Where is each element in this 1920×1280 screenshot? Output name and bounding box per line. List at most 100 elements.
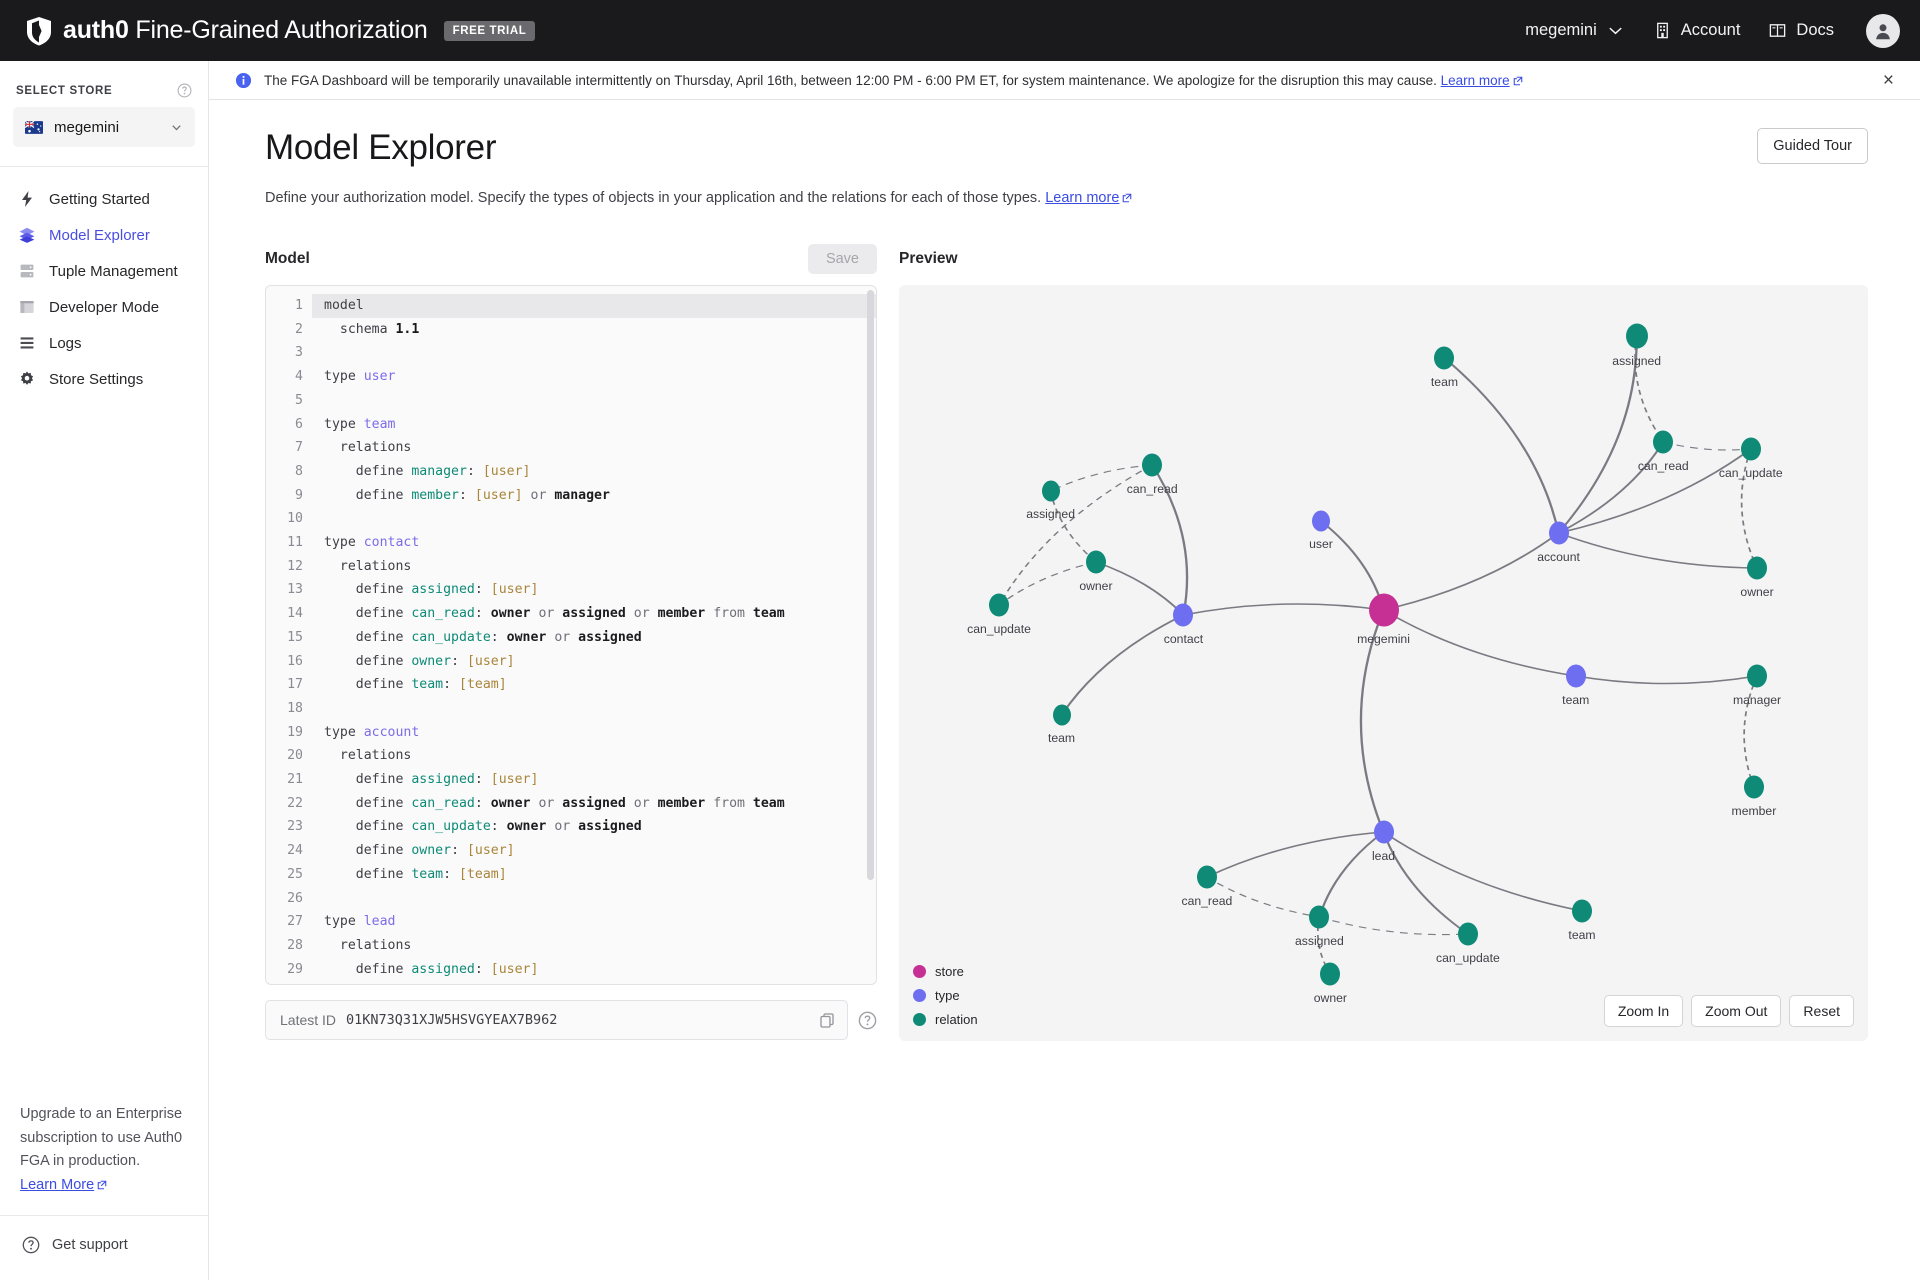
latest-id-row: Latest ID 01KN73Q31XJW5HSVGYEAX7B962 [265, 1000, 877, 1040]
graph-node-type[interactable] [1565, 664, 1586, 688]
graph-node-label: assigned [1295, 933, 1344, 948]
code-line[interactable]: define can_read: owner or assigned or me… [312, 981, 876, 984]
user-menu[interactable]: megemini [1525, 21, 1625, 40]
code-line[interactable]: define owner: [user] [355, 843, 515, 859]
graph-node-relation[interactable] [1740, 437, 1761, 461]
code-line[interactable]: define team: [team] [355, 677, 507, 693]
code-line[interactable]: relations [339, 558, 412, 574]
graph-node-label: can_update [1436, 951, 1500, 965]
reset-button[interactable]: Reset [1789, 995, 1854, 1027]
sidebar-item-label: Developer Mode [49, 298, 160, 316]
code-line[interactable] [312, 697, 876, 721]
banner-learn-more-link[interactable]: Learn more [1441, 73, 1510, 88]
line-number: 1 [295, 298, 303, 313]
code-line[interactable] [312, 389, 876, 413]
sidebar-item-developer-mode[interactable]: Developer Mode [0, 289, 208, 325]
code-line[interactable] [312, 887, 876, 911]
code-line[interactable]: schema 1.1 [339, 321, 420, 337]
code-line[interactable]: define assigned: [user] [355, 582, 539, 598]
code-line[interactable]: relations [339, 937, 412, 953]
code-line[interactable]: relations [339, 440, 412, 456]
graph-node-relation[interactable] [1309, 905, 1330, 929]
code-line[interactable]: type account [324, 724, 420, 740]
help-circle-icon[interactable] [858, 1011, 877, 1030]
graph-node-relation[interactable] [1571, 899, 1592, 923]
get-support-button[interactable]: Get support [0, 1216, 208, 1280]
graph-node-relation[interactable] [1653, 430, 1674, 454]
code-line[interactable]: define can_read: owner or assigned or me… [355, 606, 785, 622]
graph-node-relation[interactable] [989, 593, 1010, 617]
code-line[interactable] [312, 507, 876, 531]
code-line[interactable]: define member: [user] or manager [355, 487, 610, 503]
banner-message: The FGA Dashboard will be temporarily un… [264, 73, 1523, 88]
code-line[interactable]: model [312, 294, 876, 318]
code-line[interactable]: define team: [team] [355, 866, 507, 882]
graph-node-label: can_read [1637, 459, 1689, 473]
sidebar-item-logs[interactable]: Logs [0, 325, 208, 361]
code-line[interactable]: type team [324, 416, 396, 432]
graph-node-relation[interactable] [1320, 962, 1341, 986]
upsell-link-text: Learn More [20, 1176, 95, 1193]
save-button[interactable]: Save [807, 244, 877, 274]
avatar[interactable] [1866, 13, 1900, 48]
list-icon [20, 337, 34, 349]
graph-node-relation[interactable] [1196, 865, 1217, 889]
docs-link[interactable]: Docs [1768, 21, 1834, 40]
brand-logo[interactable]: auth0 Fine-Grained Authorization [26, 16, 428, 46]
graph-edge [1558, 448, 1752, 534]
subtitle-learn-more-link[interactable]: Learn more [1045, 190, 1119, 206]
graph-node-relation[interactable] [1747, 556, 1768, 580]
graph-node-relation[interactable] [1625, 323, 1648, 349]
zoom-in-button[interactable]: Zoom In [1603, 995, 1684, 1027]
sidebar-item-model-explorer[interactable]: Model Explorer [0, 217, 208, 253]
code-lines[interactable]: model schema 1.1 type user type team rel… [312, 294, 876, 984]
sidebar-item-store-settings[interactable]: Store Settings [0, 361, 208, 397]
code-line[interactable]: define manager: [user] [355, 463, 531, 479]
code-line[interactable]: define assigned: [user] [355, 772, 539, 788]
graph-node-relation[interactable] [1142, 453, 1163, 477]
code-line[interactable]: type user [324, 369, 396, 385]
copy-icon[interactable] [819, 1012, 835, 1028]
graph-node-type[interactable] [1373, 820, 1394, 844]
graph-node-type[interactable] [1173, 603, 1194, 627]
model-heading: Model [265, 250, 310, 267]
graph-node-relation[interactable] [1747, 664, 1768, 688]
graph-node-relation[interactable] [1085, 550, 1106, 574]
banner-close-button[interactable]: × [1882, 69, 1894, 91]
code-line[interactable]: define can_read: owner or assigned or me… [355, 795, 785, 811]
code-line[interactable]: define owner: [user] [355, 653, 515, 669]
graph-node-label: owner [1079, 579, 1113, 593]
graph-node-relation[interactable] [1052, 704, 1071, 726]
code-line[interactable]: define can_update: owner or assigned [355, 629, 642, 645]
code-line[interactable]: relations [339, 748, 412, 764]
code-line[interactable]: define can_update: owner or assigned [355, 819, 642, 835]
graph-node-relation[interactable] [1743, 775, 1764, 799]
graph-node-relation[interactable] [1434, 346, 1455, 370]
sidebar-item-label: Model Explorer [49, 226, 150, 244]
zoom-out-button[interactable]: Zoom Out [1691, 995, 1782, 1027]
store-selector[interactable]: megemini [13, 107, 195, 147]
account-link[interactable]: Account [1653, 21, 1740, 40]
graph-node-relation[interactable] [1457, 922, 1478, 946]
sidebar-item-getting-started[interactable]: Getting Started [0, 181, 208, 217]
graph-node-label: team [1562, 693, 1590, 707]
guided-tour-button[interactable]: Guided Tour [1757, 128, 1868, 164]
sidebar-item-tuple-management[interactable]: Tuple Management [0, 253, 208, 289]
graph-node-store[interactable] [1368, 593, 1399, 627]
graph-node-type[interactable] [1548, 521, 1569, 545]
code-line[interactable]: type lead [324, 914, 396, 930]
code-line[interactable] [312, 341, 876, 365]
graph-node-relation[interactable] [1041, 480, 1060, 502]
editor-scrollbar-thumb[interactable] [867, 290, 874, 880]
graph-node-label: account [1537, 550, 1580, 564]
graph-canvas [998, 335, 1758, 975]
sidebar-divider [0, 166, 208, 167]
upsell-learn-more-link[interactable]: Learn More [20, 1177, 94, 1193]
code-line[interactable]: type contact [324, 535, 420, 551]
subtitle-text: Define your authorization model. Specify… [265, 190, 1042, 206]
help-circle-icon[interactable] [177, 83, 192, 98]
graph-node-type[interactable] [1311, 510, 1330, 532]
code-line[interactable]: define assigned: [user] [355, 961, 539, 977]
